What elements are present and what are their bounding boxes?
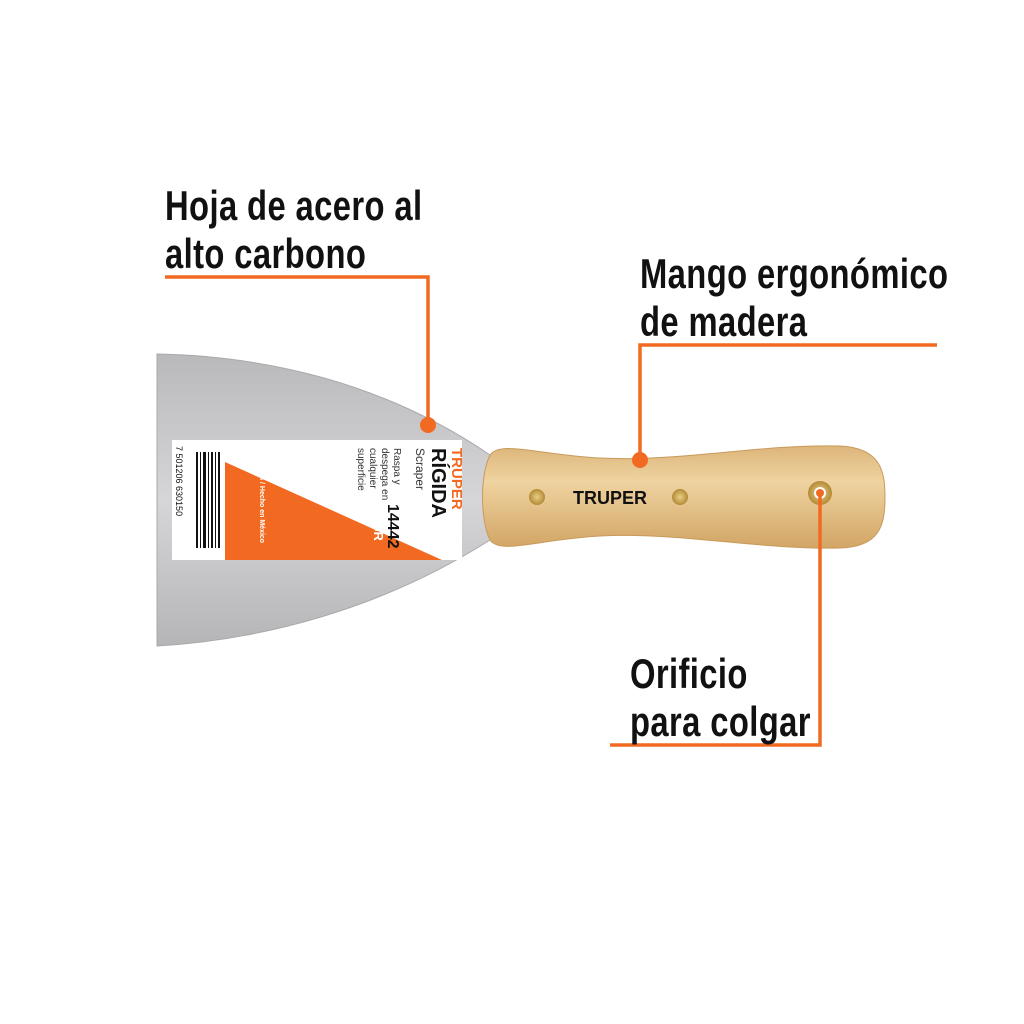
label-description-1: Raspa y xyxy=(391,448,402,485)
label-orange-triangle xyxy=(225,462,442,560)
handle-callout-line xyxy=(638,343,937,460)
label-description-2: despega en xyxy=(379,448,390,500)
rivet xyxy=(672,489,688,505)
label-date: 05-2023 xyxy=(268,454,275,480)
label-description-3: cualquier xyxy=(367,448,378,489)
blade-callout-dot xyxy=(420,417,436,433)
hole-callout-line xyxy=(610,493,822,747)
handle-callout-line-2: de madera xyxy=(640,298,808,345)
label-name: RÍGIDA xyxy=(427,448,450,518)
handle-callout-dot xyxy=(632,452,648,468)
label-subtitle: Scraper xyxy=(413,448,427,490)
handle-callout-text: Mango ergonómico de madera xyxy=(640,250,948,346)
label-brand: TRUPER xyxy=(448,448,465,510)
blade-callout-line xyxy=(165,275,430,425)
blade-callout-line-1: Hoja de acero al xyxy=(165,182,423,229)
label-size-in: 3" xyxy=(413,506,438,529)
label-model: ET-3R xyxy=(371,504,386,541)
label-size-mm: 75 mm xyxy=(401,504,415,542)
label-barcode-number: 7 501206 630150 xyxy=(174,446,184,516)
hole-callout-text: Orificio para colgar xyxy=(630,650,811,746)
blade-callout-text: Hoja de acero al alto carbono xyxy=(165,182,423,278)
handle-brand: TRUPER xyxy=(573,488,647,508)
hole-callout-line-2: para colgar xyxy=(630,698,811,745)
label-description-4: superficie xyxy=(355,448,366,491)
label-code: 14442 xyxy=(384,504,401,549)
label-origin: Made in / Hecho en México xyxy=(258,454,265,543)
hole-callout-line-1: Orificio xyxy=(630,650,748,697)
rivet xyxy=(529,489,545,505)
handle-callout-line-1: Mango ergonómico xyxy=(640,250,949,297)
blade-callout-line-2: alto carbono xyxy=(165,230,367,277)
hole-callout-dot xyxy=(816,489,824,497)
barcode xyxy=(196,452,220,548)
